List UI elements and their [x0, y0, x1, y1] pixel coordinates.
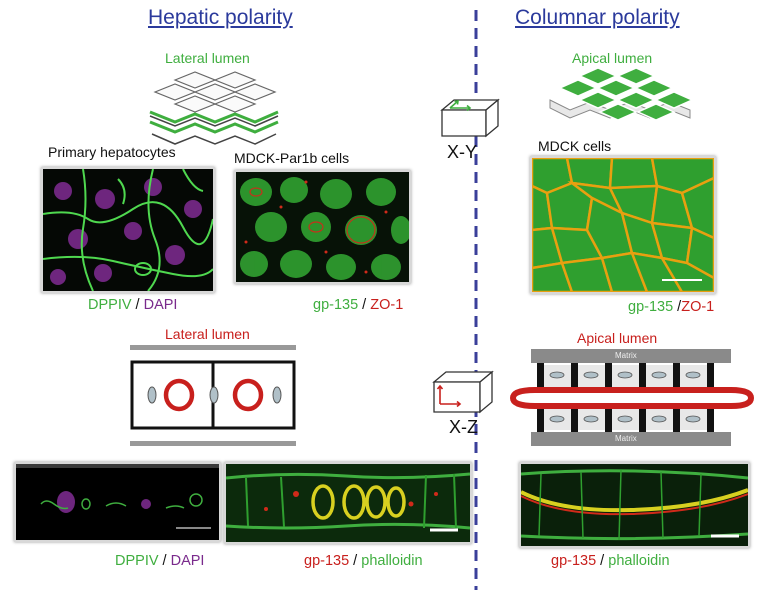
gp135-phalloidin-xz-micrograph-left	[224, 462, 472, 544]
xy-axis-cube-icon	[440, 98, 500, 138]
xy-axis-label: X-Y	[447, 142, 478, 162]
gp135-phalloidin-caption-bottom-right: gp-135 / phalloidin	[551, 553, 670, 569]
gp135-phalloidin-xz-micrograph-right	[519, 462, 750, 548]
caption-stain-1: gp-135	[628, 299, 674, 315]
caption-separator: /	[158, 553, 171, 569]
hepatic-polarity-heading: Hepatic polarity	[148, 6, 293, 29]
caption-separator: /	[131, 297, 144, 313]
primary-hepatocytes-micrograph	[41, 167, 215, 293]
caption-stain-2: DAPI	[170, 553, 205, 569]
caption-separator: /	[596, 553, 609, 569]
caption-stain-1: gp-135	[313, 297, 359, 313]
caption-stain-1: gp-135	[551, 553, 597, 569]
bottom-apical-lumen-label: Apical lumen	[577, 330, 658, 346]
columnar-polarity-heading: Columnar polarity	[515, 6, 680, 29]
matrix-bottom-label: Matrix	[615, 434, 637, 443]
gp135-phalloidin-caption-bottom-left: gp-135 / phalloidin	[304, 553, 423, 569]
caption-stain-1: DPPIV	[115, 553, 159, 569]
mdck-cells-micrograph	[530, 156, 716, 294]
caption-stain-2: phalloidin	[361, 553, 423, 569]
xz-axis-label: X-Z	[449, 417, 478, 437]
matrix-top-label: Matrix	[615, 351, 637, 360]
caption-stain-2: phalloidin	[608, 553, 670, 569]
xz-axis-cube-icon	[432, 370, 494, 414]
lateral-lumen-cross-section-diagram	[130, 345, 296, 446]
mdck-par1b-label: MDCK-Par1b cells	[234, 150, 350, 166]
dppiv-dapi-xz-micrograph	[14, 462, 221, 542]
caption-stain-2: DAPI	[143, 297, 178, 313]
dppiv-dapi-caption-top: DPPIV / DAPI	[88, 297, 177, 313]
caption-separator: /	[358, 297, 371, 313]
dppiv-dapi-caption-bottom: DPPIV / DAPI	[115, 553, 204, 569]
apical-lumen-hexagon-diagram	[549, 67, 694, 121]
top-apical-lumen-label: Apical lumen	[572, 50, 653, 66]
caption-stain-1: DPPIV	[88, 297, 132, 313]
gp135-zo1-caption-top-left: gp-135 / ZO-1	[313, 297, 403, 313]
apical-lumen-cross-section-diagram	[509, 349, 755, 446]
caption-stain-2: ZO-1	[681, 299, 715, 315]
mdck-par1b-micrograph	[234, 170, 411, 284]
caption-separator: /	[673, 299, 682, 315]
top-lateral-lumen-label: Lateral lumen	[165, 50, 250, 66]
caption-stain-2: ZO-1	[370, 297, 404, 313]
caption-stain-1: gp-135	[304, 553, 350, 569]
lateral-lumen-hexagon-diagram	[149, 71, 279, 145]
mdck-cells-label: MDCK cells	[538, 138, 612, 154]
bottom-lateral-lumen-label: Lateral lumen	[165, 326, 250, 342]
primary-hepatocytes-label: Primary hepatocytes	[48, 144, 176, 160]
caption-separator: /	[349, 553, 362, 569]
gp135-zo1-caption-top-right: gp-135 /ZO-1	[628, 299, 714, 315]
